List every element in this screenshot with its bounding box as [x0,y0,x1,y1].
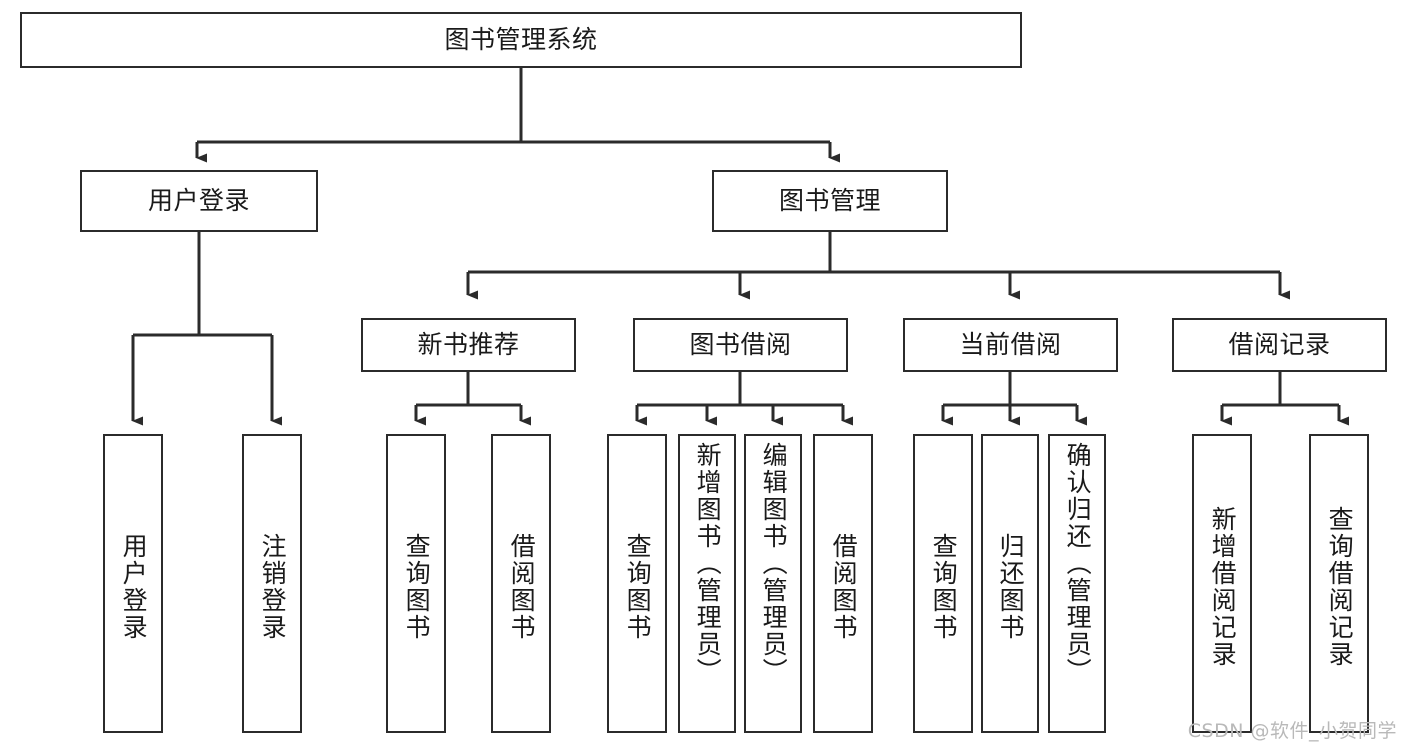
node-label: 当前借阅 [959,330,1062,360]
leaf-user-login-signin[interactable]: 用户登录 [103,434,163,733]
node-label: 查询图书 [623,532,653,641]
node-label: 查询借阅记录 [1325,505,1355,668]
node-label: 新增图书（管理员） [693,442,723,685]
leaf-recommend-query-book[interactable]: 查询图书 [386,434,446,733]
node-label: 图书借阅 [689,330,792,360]
node-label: 图书管理 [778,186,881,216]
node-label: 图书管理系统 [444,25,598,55]
leaf-borrow-query-book[interactable]: 查询图书 [607,434,667,733]
node-new-book-recommend[interactable]: 新书推荐 [361,318,576,372]
node-label: 借阅记录 [1228,330,1331,360]
node-label: 借阅图书 [829,532,859,641]
leaf-current-query-book[interactable]: 查询图书 [913,434,973,733]
leaf-current-return-book[interactable]: 归还图书 [981,434,1039,733]
node-label: 查询图书 [402,532,432,641]
leaf-borrow-borrow-book[interactable]: 借阅图书 [813,434,873,733]
node-label: 新增借阅记录 [1208,505,1238,668]
leaf-recommend-borrow-book[interactable]: 借阅图书 [491,434,551,733]
node-label: 确认归还（管理员） [1063,442,1093,685]
leaf-borrow-edit-book-admin[interactable]: 编辑图书（管理员） [744,434,802,733]
leaf-current-confirm-return-admin[interactable]: 确认归还（管理员） [1048,434,1106,733]
leaf-records-add-record[interactable]: 新增借阅记录 [1192,434,1252,733]
leaf-records-query-record[interactable]: 查询借阅记录 [1309,434,1369,733]
node-book-borrow[interactable]: 图书借阅 [633,318,848,372]
leaf-borrow-add-book-admin[interactable]: 新增图书（管理员） [678,434,736,733]
leaf-user-login-signout[interactable]: 注销登录 [242,434,302,733]
node-label: 查询图书 [929,532,959,641]
csdn-watermark: CSDN @软件_小贺同学 [1187,720,1397,742]
node-label: 新书推荐 [417,330,520,360]
node-user-login[interactable]: 用户登录 [80,170,318,232]
node-label: 借阅图书 [507,532,537,641]
node-label: 编辑图书（管理员） [759,442,789,685]
node-label: 归还图书 [996,532,1026,641]
node-book-management[interactable]: 图书管理 [712,170,948,232]
node-borrow-records[interactable]: 借阅记录 [1172,318,1387,372]
node-root-system[interactable]: 图书管理系统 [20,12,1022,68]
node-current-borrow[interactable]: 当前借阅 [903,318,1118,372]
node-label: 注销登录 [258,532,288,641]
node-label: 用户登录 [119,532,149,641]
node-label: 用户登录 [147,186,250,216]
